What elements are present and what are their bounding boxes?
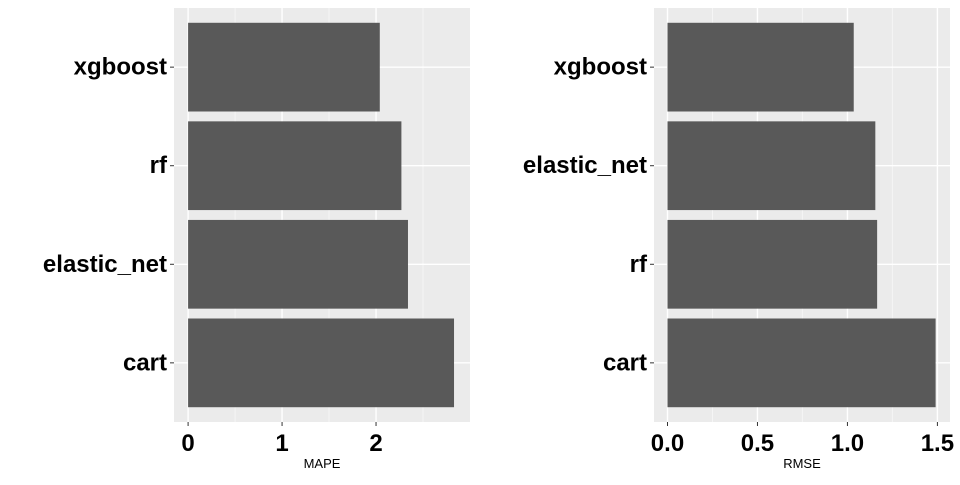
category-label: cart <box>603 349 647 376</box>
category-label: rf <box>150 152 168 179</box>
x-tick-label: 0.0 <box>651 430 684 457</box>
category-label: cart <box>123 349 167 376</box>
category-label: xgboost <box>74 54 167 81</box>
bar-elastic_net[interactable] <box>188 219 408 309</box>
x-axis-title: MAPE <box>304 456 341 471</box>
category-label: xgboost <box>554 54 647 81</box>
x-tick-label: 2 <box>369 430 382 457</box>
bar-xgboost[interactable] <box>188 22 380 112</box>
x-tick-label: 1.5 <box>921 430 954 457</box>
x-tick-label: 1.0 <box>831 430 864 457</box>
bar-cart[interactable] <box>667 318 936 408</box>
x-tick-label: 0 <box>181 430 194 457</box>
bar-xgboost[interactable] <box>667 22 854 112</box>
bar-elastic_net[interactable] <box>667 121 876 211</box>
category-label: elastic_net <box>523 152 647 179</box>
x-tick-label: 0.5 <box>741 430 774 457</box>
category-label: rf <box>630 251 648 278</box>
x-tick-label: 1 <box>275 430 288 457</box>
bar-cart[interactable] <box>188 318 455 408</box>
x-axis-title: RMSE <box>783 456 821 471</box>
bar-rf[interactable] <box>667 219 878 309</box>
bar-rf[interactable] <box>188 121 402 211</box>
category-label: elastic_net <box>43 251 167 278</box>
